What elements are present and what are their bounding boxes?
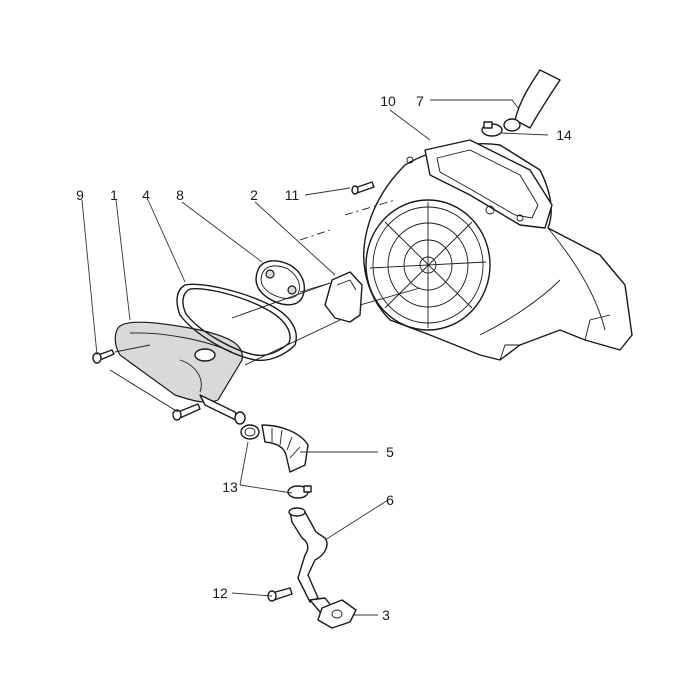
screw-cover: [109, 369, 201, 421]
cover-outlet: [199, 394, 246, 425]
callout-13: 13: [222, 479, 238, 495]
screw-bottom: [267, 587, 293, 602]
callout-7: 7: [416, 93, 424, 109]
elbow-hose: [261, 424, 309, 473]
callout-14: 14: [556, 127, 572, 143]
hose: [503, 69, 561, 132]
callout-labels: 7 10 14 11 9 1 4 8 2 5 6 13 12 3: [76, 93, 572, 623]
callout-11: 11: [285, 187, 300, 203]
screw-top: [351, 181, 375, 195]
callout-12: 12: [212, 585, 228, 601]
leader-lines: [81, 99, 549, 616]
filter-cover: [114, 321, 243, 403]
callout-9: 9: [76, 187, 84, 203]
housing-top-cover: [406, 139, 553, 229]
callout-5: 5: [386, 444, 394, 460]
flange-gasket: [317, 599, 357, 629]
callout-2: 2: [250, 187, 258, 203]
callout-10: 10: [380, 93, 396, 109]
gasket: [176, 283, 297, 362]
hose-clamp-top: [481, 121, 503, 137]
filter-element: [255, 260, 306, 306]
callout-8: 8: [176, 187, 184, 203]
callout-3: 3: [382, 607, 390, 623]
callout-4: 4: [142, 187, 150, 203]
fan-grille: [365, 199, 491, 331]
hose-clamp-upper: [240, 424, 260, 440]
callout-6: 6: [386, 492, 394, 508]
hose-clamp-lower: [287, 485, 312, 499]
drain-tube: [288, 507, 334, 613]
assembly-lines: [231, 199, 421, 366]
callout-1: 1: [110, 187, 118, 203]
filter-plate: [324, 271, 363, 323]
